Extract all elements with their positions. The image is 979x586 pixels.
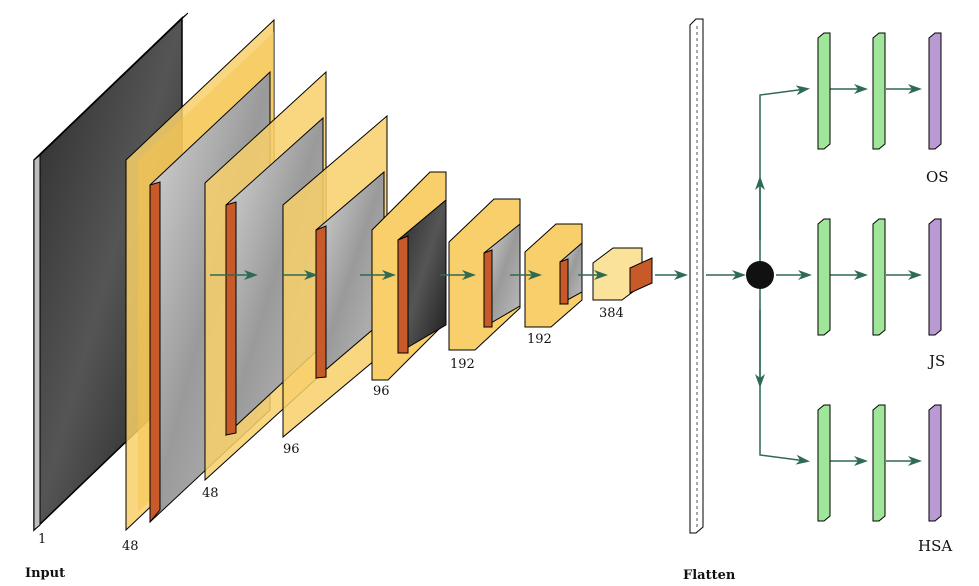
input-channels-label: 1 [38,532,46,547]
block1-label: 48 [122,539,139,554]
block5-label: 192 [450,357,475,372]
hsa-label: HSA [918,537,952,555]
conv-block-6 [524,223,583,328]
conv-block-4 [371,171,447,381]
os-head [817,32,942,150]
block7-label: 384 [599,306,624,321]
conv-block-5 [448,198,521,351]
js-label: JS [927,352,945,370]
hsa-head [817,404,942,522]
block3-label: 96 [283,442,300,457]
branch-node [746,261,774,289]
block4-label: 96 [373,384,390,399]
os-label: OS [926,168,949,186]
js-head [817,218,942,336]
conv-block-3 [282,114,388,439]
conv-block-7 [592,247,653,301]
block2-label: 48 [202,486,219,501]
block6-label: 192 [527,332,552,347]
flatten-label: Flatten [683,568,736,583]
flatten-layer [689,18,704,534]
input-label: Input [25,566,65,581]
branch-arrows [755,84,922,466]
